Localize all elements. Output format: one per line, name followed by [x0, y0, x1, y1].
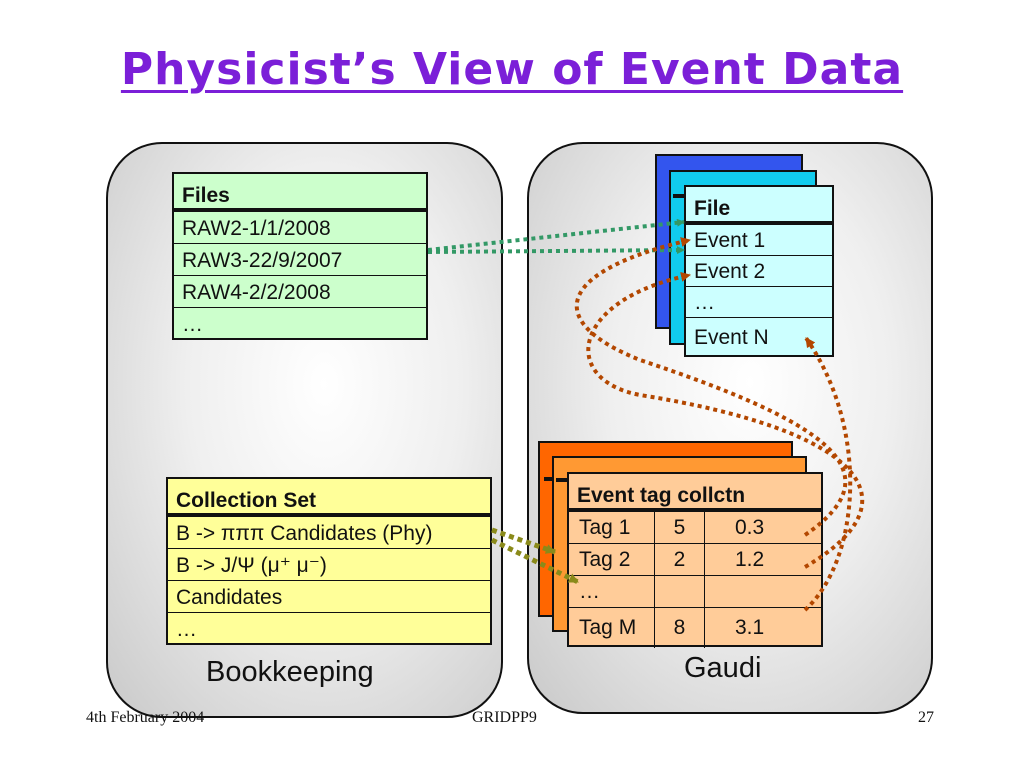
tag-row: Tag 2 2 1.2	[569, 544, 821, 576]
tag-name: Tag 2	[569, 544, 655, 575]
tag-count	[655, 576, 705, 607]
event-row: Event N	[694, 326, 769, 349]
tag-count: 8	[655, 608, 705, 648]
tag-value: 3.1	[735, 616, 765, 639]
collection-link-arrow	[490, 537, 580, 585]
footer-event: GRIDPP9	[472, 709, 537, 726]
collection-row: B -> πππ Candidates (Phy)	[168, 517, 490, 549]
file-link-arrow	[427, 218, 685, 252]
collection-set-table: Collection Set B -> πππ Candidates (Phy)…	[166, 477, 492, 645]
tag-name: Tag M	[569, 608, 655, 648]
tag-value: 0.3	[735, 516, 765, 539]
event-row: …	[686, 287, 832, 318]
tag-event-arrow	[803, 336, 853, 612]
tag-name: Tag 1	[569, 512, 655, 543]
event-row: Event 2	[686, 256, 832, 287]
file-header: File	[686, 187, 832, 225]
tag-row: Tag 1 5 0.3	[569, 512, 821, 544]
tag-event-arrow	[574, 237, 848, 537]
collection-row: Candidates	[168, 581, 490, 613]
file-table: File Event 1 Event 2 … Event N	[684, 185, 834, 357]
tag-row: Tag M 8 3.1	[569, 608, 821, 648]
collection-link-arrow	[491, 527, 556, 555]
event-tag-collection-table: Event tag collctn Tag 1 5 0.3 Tag 2 2 1.…	[567, 472, 823, 648]
tag-event-arrow	[586, 271, 865, 569]
collection-row: …	[176, 618, 197, 641]
file-link-arrow	[427, 246, 685, 255]
tag-count: 2	[655, 544, 705, 575]
footer-date: 4th February 2004	[86, 709, 205, 726]
gaudi-label: Gaudi	[684, 652, 762, 684]
bookkeeping-label: Bookkeeping	[206, 656, 374, 688]
files-header: Files	[174, 174, 426, 212]
files-row: …	[182, 313, 203, 336]
files-table: Files RAW2-1/1/2008 RAW3-22/9/2007 RAW4-…	[172, 172, 428, 340]
files-row: RAW4-2/2/2008	[174, 276, 426, 308]
tag-header: Event tag collctn	[569, 474, 821, 512]
tag-row: …	[569, 576, 821, 608]
event-row: Event 1	[686, 225, 832, 256]
tag-name: …	[569, 576, 655, 607]
files-row: RAW3-22/9/2007	[174, 244, 426, 276]
page-title: Physicist’s View of Event Data	[120, 44, 904, 95]
tag-value: 1.2	[735, 548, 765, 571]
page-number: 27	[918, 709, 934, 726]
tag-count: 5	[655, 512, 705, 543]
files-row: RAW2-1/1/2008	[174, 212, 426, 244]
collection-set-header: Collection Set	[168, 479, 490, 517]
collection-row: B -> J/Ψ (μ⁺ μ⁻)	[168, 549, 490, 581]
